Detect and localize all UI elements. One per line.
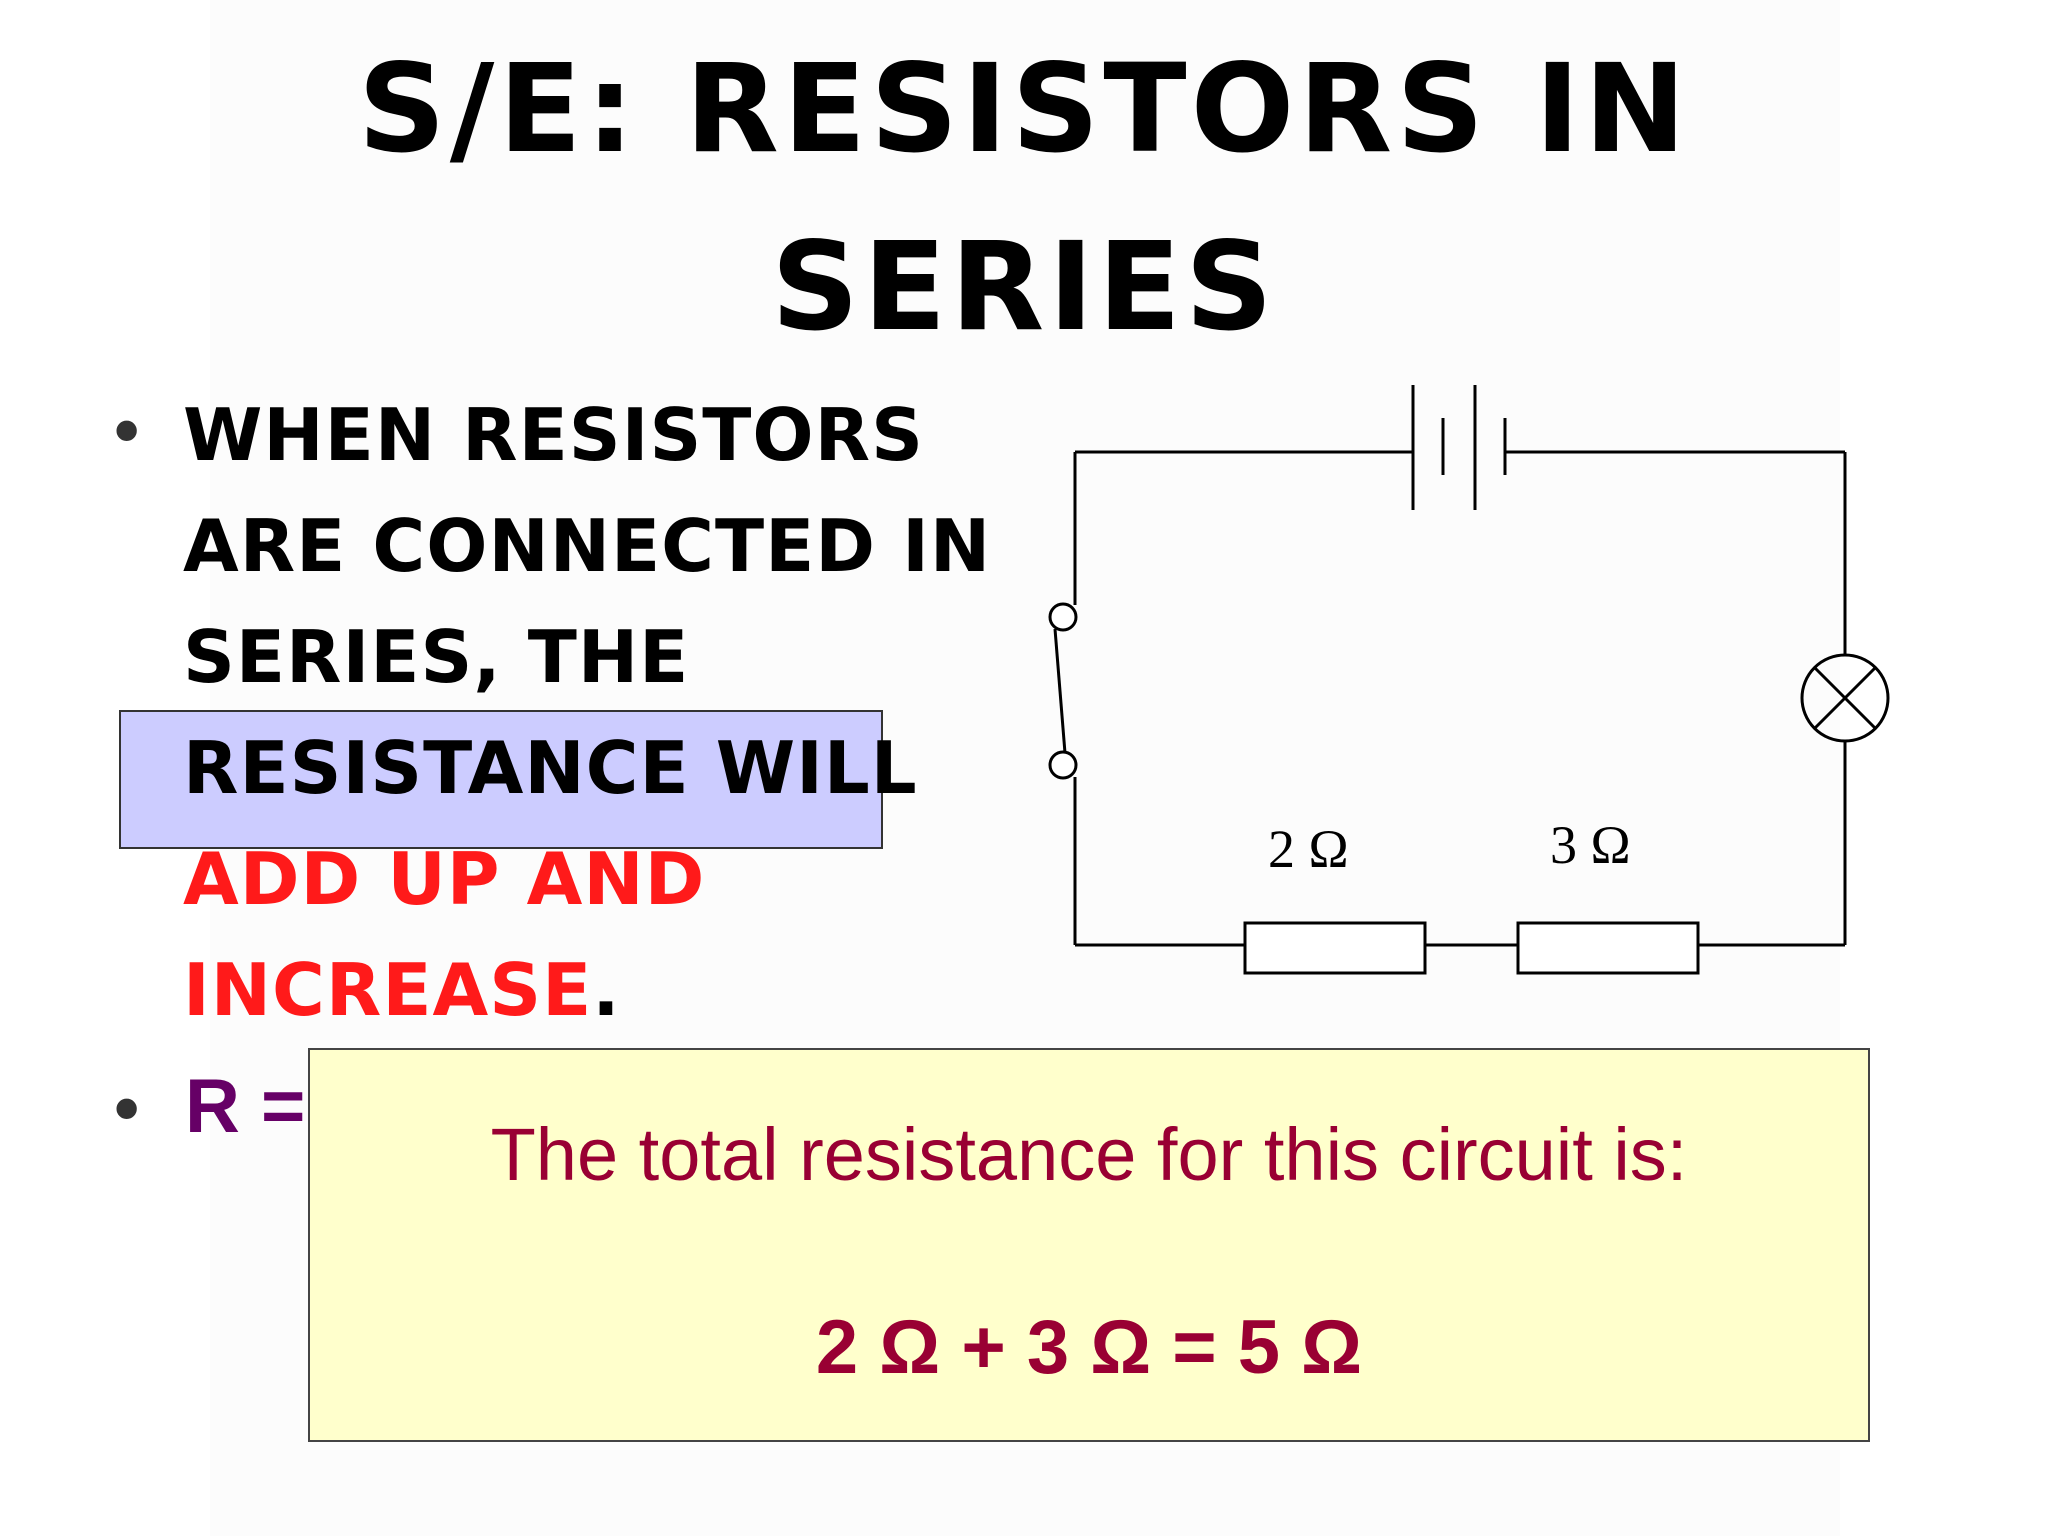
resistor-2-label: 3 Ω xyxy=(1550,815,1631,875)
bullet-text-1: When resistors are connected in series, … xyxy=(183,380,1003,1046)
title-line-2: Series xyxy=(771,216,1277,358)
bullet-1-emphasis: add up and increase xyxy=(183,837,706,1032)
resistor-2 xyxy=(1516,921,1700,975)
answer-box: The total resistance for this circuit is… xyxy=(308,1048,1870,1442)
bullet-1-text: When resistors are connected in series, … xyxy=(183,393,992,810)
switch-contact-bottom xyxy=(1048,750,1078,780)
answer-calculation: 2 Ω + 3 Ω = 5 Ω xyxy=(815,1305,1363,1390)
title-line-1: S/E: Resistors in xyxy=(357,38,1691,180)
bullet-1-period: . xyxy=(592,948,621,1032)
answer-prompt: The total resistance for this circuit is… xyxy=(490,1113,1688,1196)
series-circuit-diagram: 2 Ω 3 Ω xyxy=(1048,385,1890,975)
highlight-box xyxy=(119,710,883,849)
switch-lever xyxy=(1053,628,1067,754)
resistor-1 xyxy=(1243,921,1427,975)
resistor-1-label: 2 Ω xyxy=(1268,819,1349,879)
lamp-cross-2 xyxy=(1813,666,1877,730)
switch-contact-top xyxy=(1048,602,1078,632)
bullet-point-1: • xyxy=(106,392,148,474)
slide-title: S/E: Resistors in Series xyxy=(0,20,2048,376)
bullet-point-2: • xyxy=(106,1070,148,1152)
